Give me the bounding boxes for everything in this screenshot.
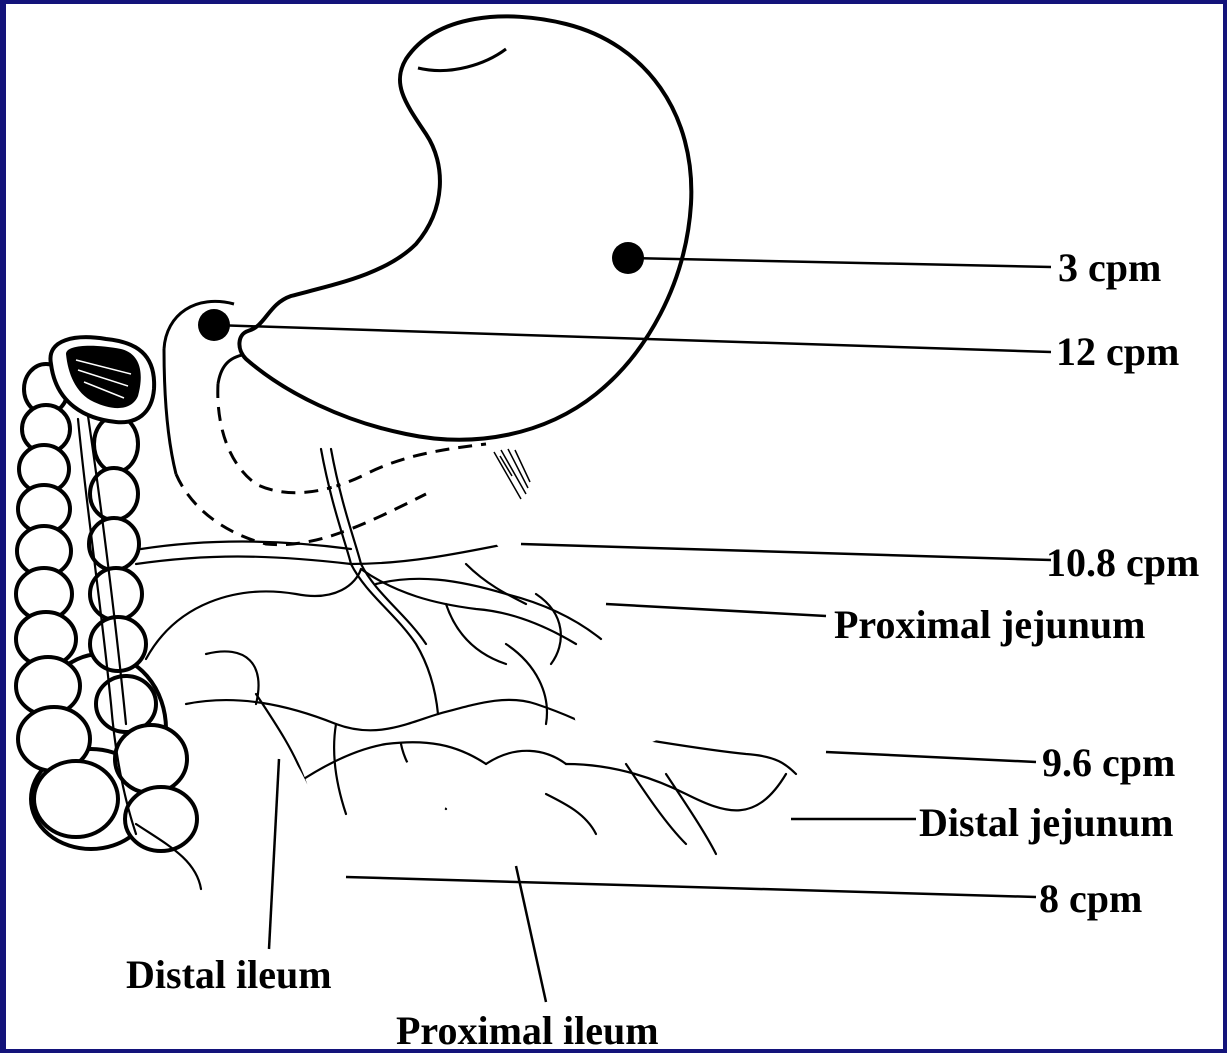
- label-proximal-ileum: Proximal ileum: [396, 1011, 659, 1051]
- label-distal-jejunum: Distal jejunum: [919, 803, 1173, 843]
- label-distal-ileum: Distal ileum: [126, 955, 332, 995]
- label-12-cpm: 12 cpm: [1056, 332, 1179, 372]
- label-10-8-cpm: 10.8 cpm: [1046, 543, 1199, 583]
- diagram-panel: 3 cpm 12 cpm 10.8 cpm Proximal jejunum 9…: [6, 4, 1223, 1049]
- stomach: [239, 16, 691, 439]
- small-intestine: [196, 449, 827, 917]
- label-8-cpm: 8 cpm: [1039, 879, 1142, 919]
- label-9-6-cpm: 9.6 cpm: [1042, 743, 1175, 783]
- label-3-cpm: 3 cpm: [1058, 248, 1161, 288]
- label-proximal-jejunum: Proximal jejunum: [834, 605, 1145, 645]
- colon: [16, 337, 201, 889]
